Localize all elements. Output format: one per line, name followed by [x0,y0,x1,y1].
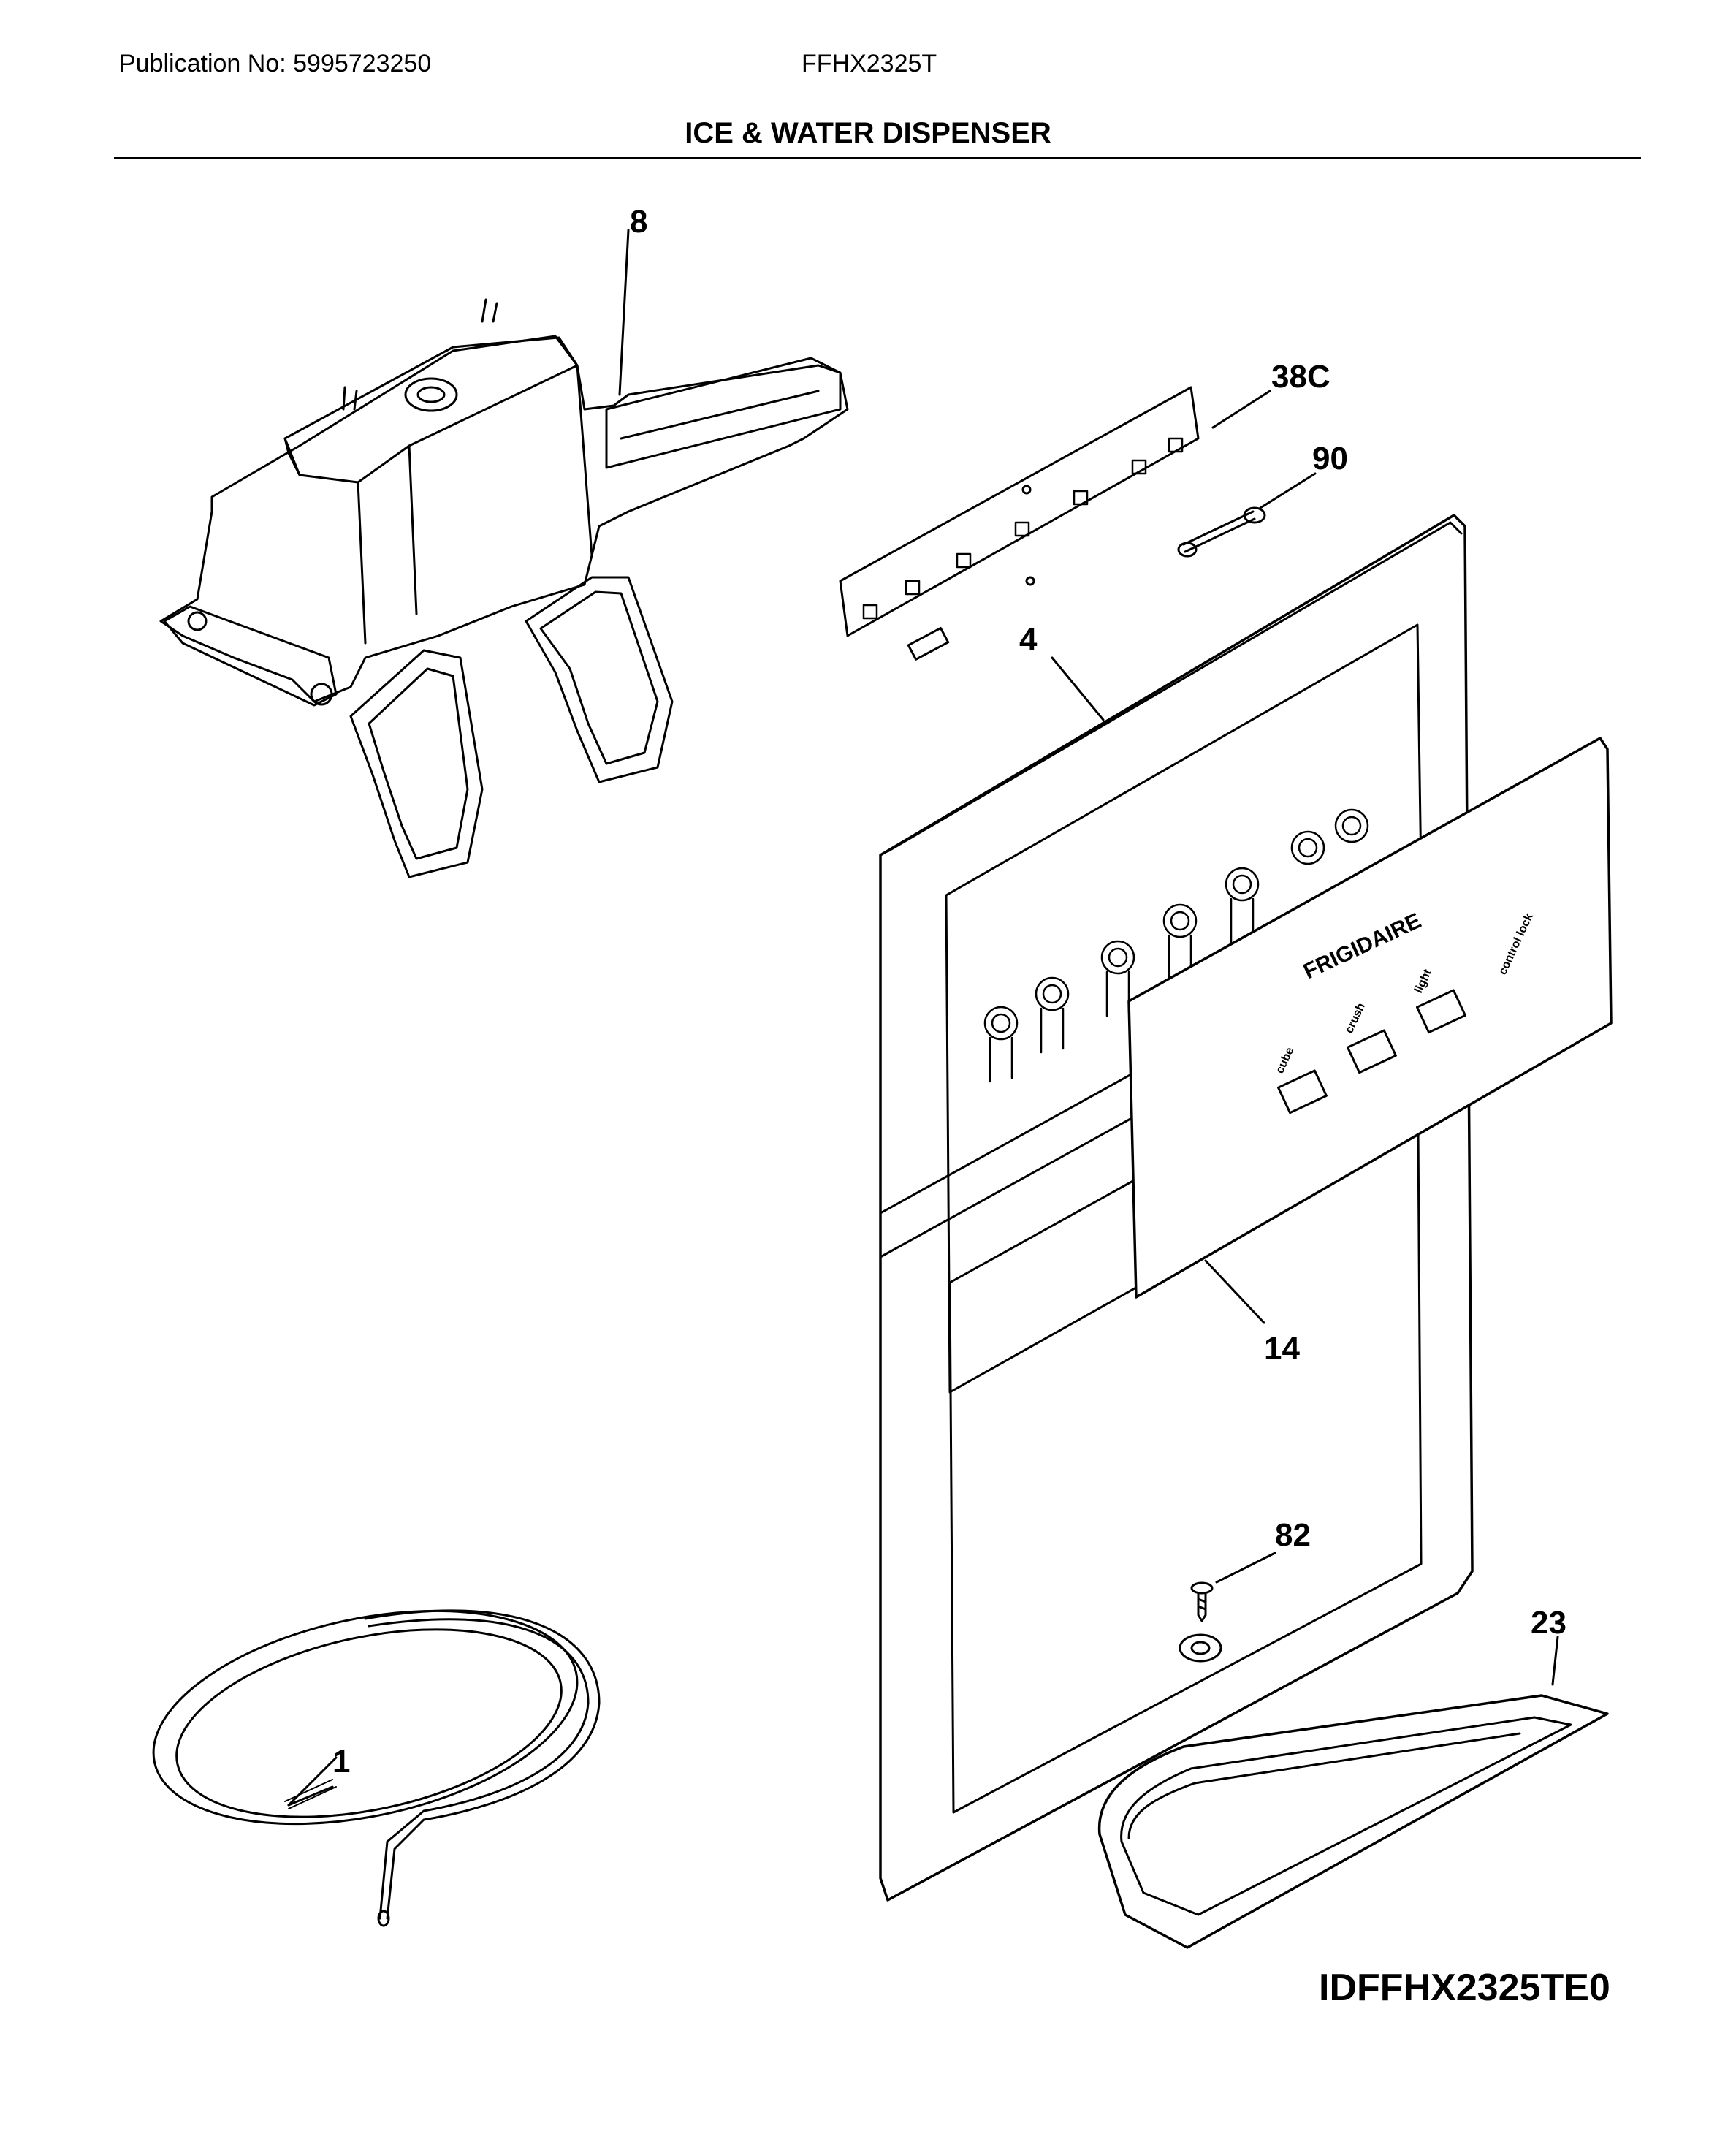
model-number: FFHX2325T [802,50,937,77]
callout-23: 23 [1531,1605,1566,1641]
callout-8: 8 [630,204,647,240]
callout-82: 82 [1275,1517,1311,1553]
part-1-tubing-coil [152,1609,601,1927]
publication-number: Publication No: 5995723250 [119,50,432,77]
part-8-dispenser-housing [159,229,849,878]
callout-38c: 38C [1271,359,1330,395]
callout-4: 4 [1019,622,1038,658]
part-90-connector [1177,472,1317,558]
diagram-code: IDFFHX2325TE0 [1319,1967,1610,2009]
part-38c-control-board [839,386,1271,661]
callout-1: 1 [332,1744,350,1780]
part-14-control-overlay: FRIGIDAIRE cube crush light control lock [1127,737,1613,1324]
callout-90: 90 [1312,441,1348,476]
header-rule [114,157,1641,159]
part-82-screw [1190,1552,1276,1622]
page-title: ICE & WATER DISPENSER [685,117,1051,149]
part-23-drip-tray [1097,1636,1609,1949]
callout-14: 14 [1264,1331,1300,1367]
